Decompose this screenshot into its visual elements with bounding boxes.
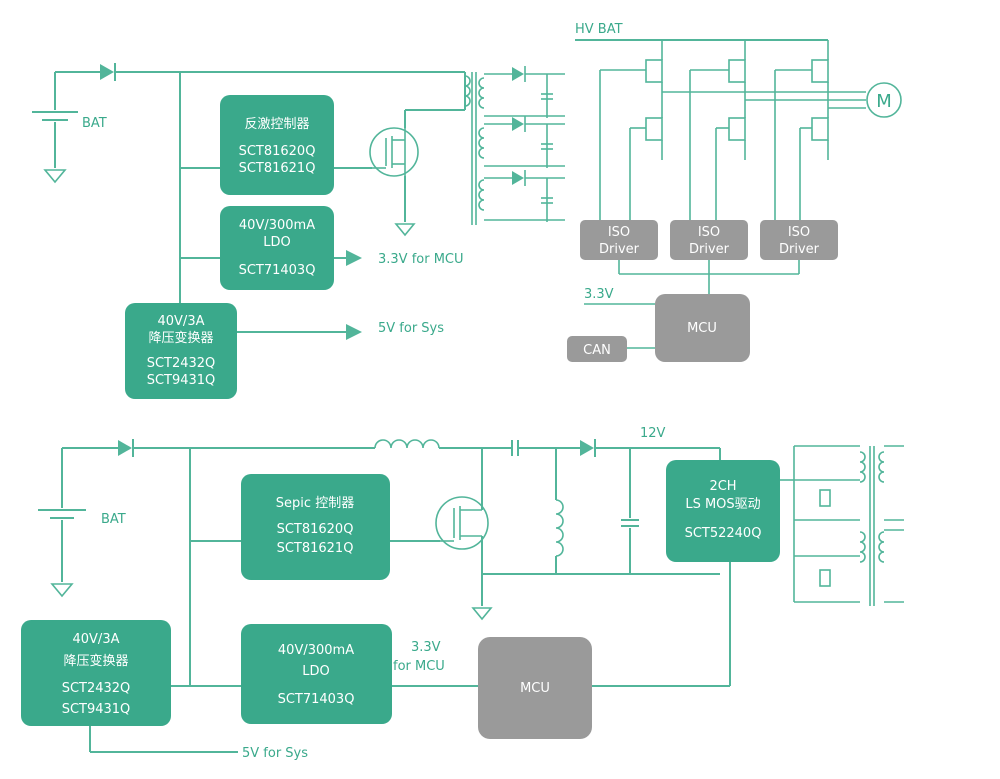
flyback-controller-block: [220, 95, 334, 195]
driver-part: SCT52240Q: [685, 526, 762, 541]
bottom-buck-line-1: 40V/3A: [73, 632, 120, 647]
bottom-ldo-part: SCT71403Q: [278, 692, 355, 707]
bottom-input-diode-icon: [118, 439, 134, 457]
driver-load-circuit: [780, 445, 904, 606]
iso-driver-3: [760, 220, 838, 260]
can-block: [567, 336, 627, 362]
bottom-output-mcu-line-2: for MCU: [393, 659, 445, 674]
top-mcu-block: [655, 294, 750, 362]
bottom-mosfet-icon: [435, 496, 489, 550]
bottom-coupling-capacitor-icon: [511, 440, 519, 456]
iso-driver-2-line-2: Driver: [689, 242, 730, 257]
bottom-battery-symbol: [38, 448, 86, 598]
output-capacitor-icon: [621, 448, 639, 574]
ls-mos-driver-block: [666, 460, 780, 562]
bottom-ldo-block: [241, 624, 392, 724]
top-bat-label: BAT: [82, 116, 107, 131]
sepic-part-1: SCT81620Q: [277, 522, 354, 537]
bottom-output-diode-icon: [580, 439, 596, 457]
flyback-part-1: SCT81620Q: [239, 144, 316, 159]
bottom-mcu-label: MCU: [520, 681, 550, 696]
top-buck-line-1: 40V/3A: [158, 314, 205, 329]
bottom-inductor-icon: [374, 439, 440, 449]
motor-label: M: [876, 91, 892, 112]
top-output-mcu: 3.3V for MCU: [378, 252, 464, 267]
driver-line-1: 2CH: [709, 479, 736, 494]
top-mcu-supply-label: 3.3V: [584, 287, 614, 302]
can-label: CAN: [583, 343, 611, 358]
sepic-shunt-inductor-icon: [555, 448, 564, 574]
flyback-title: 反激控制器: [244, 117, 309, 132]
hv-bat-label: HV BAT: [575, 22, 623, 37]
inverter-bridge: [599, 40, 866, 222]
iso-driver-1-line-2: Driver: [599, 242, 640, 257]
top-buck-block: [125, 303, 237, 399]
driver-line-2: LS MOS驱动: [685, 497, 760, 512]
flyback-part-2: SCT81621Q: [239, 161, 316, 176]
bottom-output-sys: 5V for Sys: [242, 746, 308, 761]
top-buck-line-2: 降压变换器: [148, 330, 213, 346]
iso-driver-3-line-2: Driver: [779, 242, 820, 257]
sepic-part-2: SCT81621Q: [277, 541, 354, 556]
top-diagram: BAT 反激控制器 SCT81620Q SCT81621Q 40V/300mA …: [32, 22, 902, 399]
top-ldo-part: SCT71403Q: [239, 263, 316, 278]
bottom-diagram: BAT 12V Sepic 控制器 SCT81620Q: [21, 426, 904, 761]
bottom-mcu-block: [478, 637, 592, 739]
bottom-ldo-line-2: LDO: [302, 664, 330, 679]
bottom-rail-label: 12V: [640, 426, 666, 441]
top-diode-icon: [100, 63, 116, 81]
top-mosfet-icon: [369, 127, 419, 177]
iso-driver-1-line-1: ISO: [608, 225, 630, 240]
top-output-sys: 5V for Sys: [378, 321, 444, 336]
bottom-buck-part-2: SCT9431Q: [62, 702, 131, 717]
top-buck-part-1: SCT2432Q: [147, 356, 216, 371]
sepic-title: Sepic 控制器: [276, 496, 354, 511]
top-secondary-rectifiers: [484, 66, 565, 222]
top-buck-part-2: SCT9431Q: [147, 373, 216, 388]
top-ldo-block: [220, 206, 334, 290]
iso-driver-1: [580, 220, 658, 260]
bottom-buck-block: [21, 620, 171, 726]
bottom-buck-part-1: SCT2432Q: [62, 681, 131, 696]
bottom-output-mcu-line-1: 3.3V: [411, 640, 441, 655]
top-transformer-icon: [464, 72, 485, 225]
iso-driver-2: [670, 220, 748, 260]
bottom-buck-line-2: 降压变换器: [63, 653, 128, 669]
iso-driver-2-line-1: ISO: [698, 225, 720, 240]
top-battery-symbol: [32, 72, 78, 184]
sepic-controller-block: [241, 474, 390, 580]
bottom-ldo-line-1: 40V/300mA: [278, 643, 354, 658]
top-ldo-line-2: LDO: [263, 235, 291, 250]
bottom-bat-label: BAT: [101, 512, 126, 527]
motor-icon: M: [866, 82, 902, 118]
top-ldo-line-1: 40V/300mA: [239, 218, 315, 233]
top-mcu-label: MCU: [687, 321, 717, 336]
iso-driver-3-line-1: ISO: [788, 225, 810, 240]
